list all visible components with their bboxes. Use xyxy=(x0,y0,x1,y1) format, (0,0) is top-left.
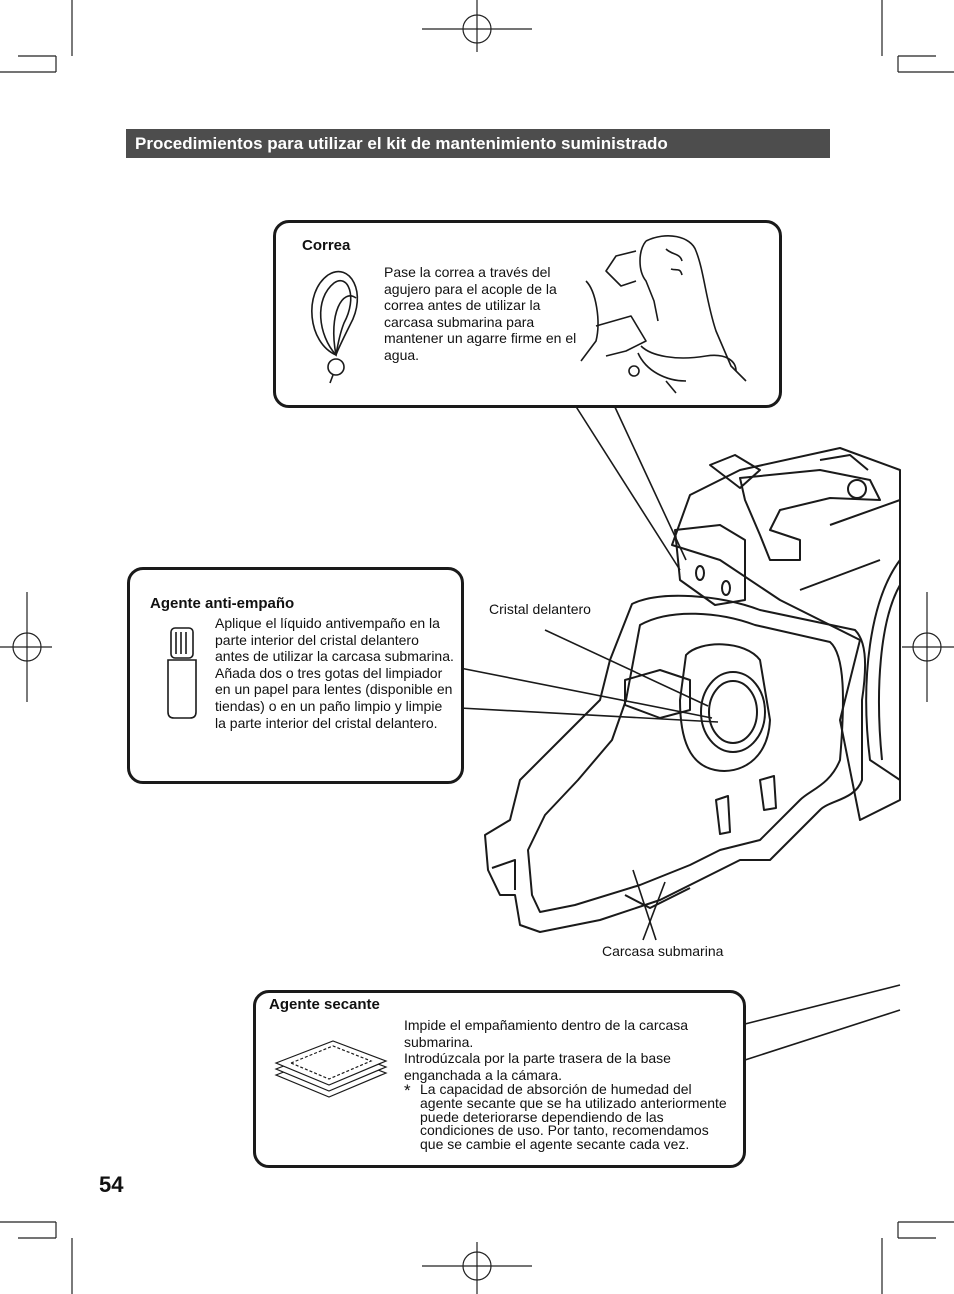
drying-agent-packets-icon xyxy=(274,1040,388,1098)
drying-agent-title: Agente secante xyxy=(269,996,380,1013)
strap-callout: Correa Pase la correa a través del aguje… xyxy=(273,220,782,408)
anti-fog-title: Agente anti-empaño xyxy=(150,595,295,612)
anti-fog-instructions: Aplique el líquido antivempaño en la par… xyxy=(215,615,455,731)
registration-mark-top xyxy=(422,0,532,52)
hand-with-strap-icon xyxy=(580,235,747,394)
drying-agent-step-2: Introdúzcala por la parte trasera de la … xyxy=(404,1050,671,1083)
drying-agent-step-1: Impide el empañamiento dentro de la carc… xyxy=(404,1017,689,1050)
strap-title: Correa xyxy=(302,237,351,254)
strap-instructions: Pase la correa a través del agujero para… xyxy=(384,264,577,363)
anti-fog-step-1: Aplique el líquido antivempaño en la par… xyxy=(215,615,454,665)
drying-agent-note-text: La capacidad de absorción de humedad del… xyxy=(420,1081,727,1152)
anti-fog-step-2: Añada dos o tres gotas del limpiador en … xyxy=(215,664,453,731)
drying-agent-note: * La capacidad de absorción de humedad d… xyxy=(404,1081,732,1152)
note-star-icon: * xyxy=(404,1081,411,1101)
drying-agent-callout: Agente secante Impide el empañamiento de… xyxy=(253,990,746,1168)
anti-fog-callout: Agente anti-empaño Aplique el líquido an… xyxy=(127,567,464,784)
leader-lines xyxy=(459,404,901,1061)
registration-mark-bottom xyxy=(422,1242,532,1294)
registration-mark-right xyxy=(902,592,954,702)
strap-icon xyxy=(311,270,359,384)
housing-label: Carcasa submarina xyxy=(602,943,724,959)
section-title: Procedimientos para utilizar el kit de m… xyxy=(126,129,830,158)
page-number: 54 xyxy=(99,1172,124,1197)
front-glass-label: Cristal delantero xyxy=(489,601,591,617)
housing-back-body xyxy=(671,447,901,821)
drying-agent-instructions: Impide el empañamiento dentro de la carc… xyxy=(404,1017,732,1151)
housing-front-plate xyxy=(484,594,867,933)
anti-fog-bottle-icon xyxy=(167,627,197,719)
registration-mark-left xyxy=(0,592,52,702)
